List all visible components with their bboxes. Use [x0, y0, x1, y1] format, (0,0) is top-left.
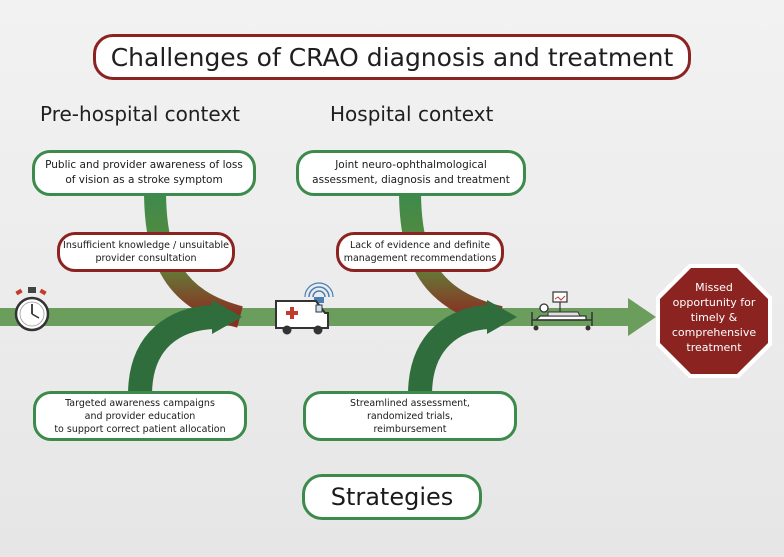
outcome-label: Missed opportunity for timely & comprehe… [671, 280, 757, 354]
strategies-label: Strategies [302, 474, 482, 520]
hospital-strategy-arrow [408, 300, 517, 396]
stopwatch-icon [14, 287, 50, 332]
hospital-challenge-box: Lack of evidence and definite management… [336, 232, 504, 272]
hospital-heading: Hospital context [330, 102, 494, 126]
pre-hospital-heading: Pre-hospital context [40, 102, 240, 126]
pre-hospital-challenge-box: Insufficient knowledge / unsuitable prov… [57, 232, 235, 272]
hospital-strategy-box: Streamlined assessment, randomized trial… [303, 391, 517, 441]
hospital-goal-box: Joint neuro-ophthalmological assessment,… [296, 150, 526, 196]
diagram-title: Challenges of CRAO diagnosis and treatme… [93, 34, 691, 80]
ambulance-icon [275, 282, 334, 335]
hospital-bed-icon [531, 291, 593, 331]
pre-hospital-goal-box: Public and provider awareness of loss of… [32, 150, 256, 196]
pre-hospital-strategy-arrow [128, 300, 242, 396]
stop-sign-icon [656, 264, 772, 378]
pre-hospital-strategy-box: Targeted awareness campaigns and provide… [33, 391, 247, 441]
